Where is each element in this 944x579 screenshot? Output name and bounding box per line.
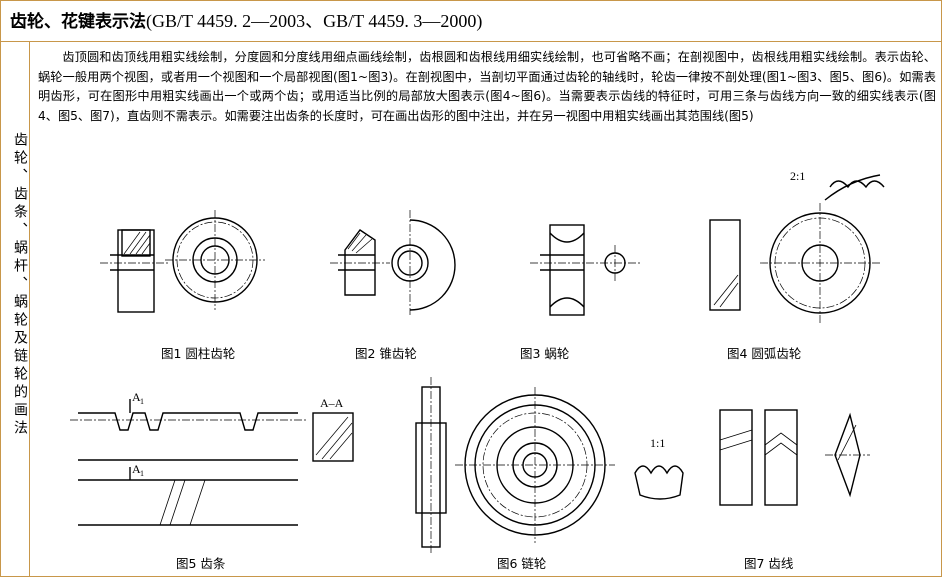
fig5-a1-top-sub: 1 — [140, 397, 144, 406]
fig1-gear-drawing — [100, 210, 265, 313]
fig2-caption: 图2 锥齿轮 — [355, 346, 417, 361]
fig5-a1-bottom: A — [132, 462, 141, 476]
section-header: 齿轮、花键表示法(GB/T 4459. 2—2003、GB/T 4459. 3—… — [0, 0, 942, 42]
fig5-a1-top: A — [132, 390, 141, 404]
fig3-worm-drawing — [530, 224, 640, 316]
side-title: 齿轮、齿条、蜗杆、蜗轮及链轮的画法 — [12, 132, 28, 438]
fig4-arc-drawing: 2:1 — [709, 169, 885, 323]
fig4-scale-label: 2:1 — [790, 169, 805, 183]
section-title: 齿轮、花键表示法 — [10, 12, 146, 32]
fig1-section-body — [117, 229, 155, 313]
fig2-bevel-drawing — [330, 210, 456, 315]
fig4-caption: 图4 圆弧齿轮 — [727, 346, 802, 361]
fig7-caption: 图7 齿线 — [744, 556, 794, 571]
fig2-half-circle — [409, 219, 456, 311]
fig6-sprocket-drawing — [415, 377, 615, 555]
standard-reference: (GB/T 4459. 2—2003、GB/T 4459. 3—2000) — [146, 11, 483, 31]
fig5-a1-bottom-sub: 1 — [140, 469, 144, 478]
figures-drawing: 2:1 A 1 A 1 A–A 1:1 — [70, 169, 885, 555]
fig5-caption: 图5 齿条 — [176, 556, 226, 571]
fig7-toothline-drawing: 1:1 — [634, 409, 870, 506]
side-column: 齿轮、齿条、蜗杆、蜗轮及链轮的画法 — [0, 42, 30, 577]
fig7-scale-label: 1:1 — [650, 436, 665, 450]
fig6-caption: 图6 链轮 — [497, 556, 547, 571]
fig3-caption: 图3 蜗轮 — [520, 346, 570, 361]
fig5-section-label: A–A — [320, 396, 344, 410]
body-paragraph: 齿顶圆和齿顶线用粗实线绘制，分度圆和分度线用细点画线绘制，齿根圆和齿根线用细实线… — [38, 50, 936, 123]
fig5-rack-drawing: A 1 A 1 A–A — [70, 390, 354, 526]
fig1-caption: 图1 圆柱齿轮 — [161, 346, 236, 361]
